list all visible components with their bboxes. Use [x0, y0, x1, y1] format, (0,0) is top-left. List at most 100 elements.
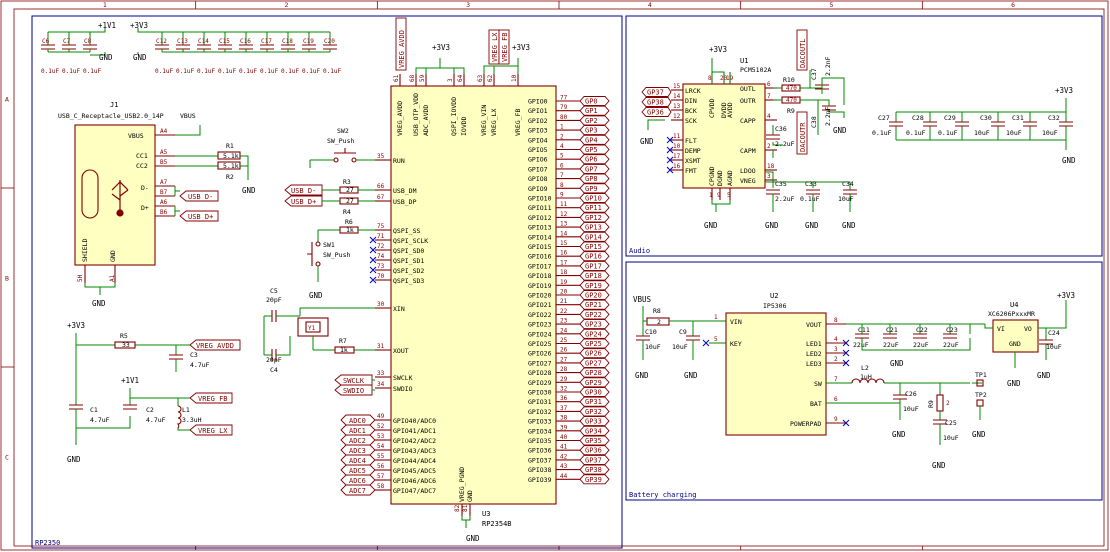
mcu-gpio-pin-name: GPIO3 — [528, 127, 548, 135]
vreg-lx-net-label: VREG_LX — [198, 427, 228, 435]
adc-net-label: ADC6 — [349, 477, 366, 485]
mcu-left-pin-name: QSPI_SCLK — [393, 237, 428, 245]
audio-bank-cap-ref: C27 — [878, 114, 890, 122]
mcu-vreg-avdd-label: VREG_AVDD — [398, 30, 406, 68]
mcu-top-pin-name: VREG_VIN — [480, 105, 488, 136]
audio-left-pin-number: 13 — [673, 103, 681, 110]
mcu-gpio-pin-number: 29 — [560, 376, 568, 383]
c10-value: 10uF — [645, 343, 661, 351]
mcu-adc-pin-number: 55 — [377, 453, 385, 460]
mcu-left-pin-number: 31 — [377, 343, 385, 350]
charger-left-pin-name: VIN — [730, 318, 742, 326]
c22-value: 22uF — [913, 341, 929, 349]
frame-row-label: A — [5, 96, 9, 104]
frame-column-label: 4 — [648, 1, 652, 9]
usb-cc-resistors: R1 5.1k R2 5.1k — [217, 142, 249, 181]
mcu-left-pin-name: SWDIO — [393, 385, 413, 393]
avdd-filter: +3V3 R5 33 VREG_AVDD C3 4.7uF — [67, 321, 241, 405]
decap-value: 0.1uF — [302, 68, 320, 75]
mcu-left-pin-number: 33 — [377, 370, 385, 377]
decap-ref: C6 — [42, 38, 50, 45]
c33-value: 0.1uF — [800, 195, 820, 203]
audio-3v3-label: +3V3 — [709, 45, 727, 54]
mcu-gpio-pin-name: GPIO9 — [528, 185, 548, 193]
battery-vbus-label: VBUS — [633, 295, 652, 304]
gpio-net-label: GP37 — [585, 456, 602, 464]
mcu-left-pin-number: 30 — [377, 301, 385, 308]
audio-right-pin-number: 6 — [767, 81, 771, 88]
mcu-adc-pin-number: 58 — [377, 483, 385, 490]
adc-net-label: ADC2 — [349, 437, 366, 445]
audio-gnd-label-c34: GND — [842, 221, 856, 230]
frame-column-label: 2 — [285, 1, 289, 9]
mcu-gpio-pin-number: 13 — [560, 221, 568, 228]
mcu-gpio-pin-name: GPIO33 — [528, 418, 552, 426]
gpio-net-label: GP0 — [585, 98, 598, 106]
audio-left-pin-number: 12 — [673, 113, 681, 120]
decap-ref: C19 — [303, 38, 314, 45]
gpio-net-label: GP15 — [585, 243, 602, 251]
r6-value: 1k — [346, 226, 354, 234]
c34-ref: C34 — [842, 180, 854, 188]
audio-bank-cap-value: 10uF — [1006, 129, 1022, 137]
decap-gnd-label-1v1: GND — [99, 53, 113, 62]
gpio-net-label: GP24 — [585, 330, 602, 338]
l2-value: 1uH — [860, 373, 872, 381]
frame-column-label: 5 — [830, 1, 834, 9]
usb-pin-b6: B6 — [160, 209, 168, 216]
r6-ref: R6 — [345, 218, 353, 226]
l1-ref: L1 — [182, 406, 190, 414]
r9-ref-audio: R9 — [787, 107, 795, 115]
mcu-gpio-pin-name: GPIO13 — [528, 224, 552, 232]
vreg-fb-net-label: VREG_FB — [198, 395, 228, 403]
power-3v3-label-top: +3V3 — [130, 21, 148, 30]
audio-left-pin-name: LRCK — [685, 87, 701, 95]
mcu-gpio-pin-name: GPIO25 — [528, 340, 552, 348]
mcu-top-pin-name: ADC_AVDD — [422, 105, 430, 136]
decap-value: 0.1uF — [155, 68, 173, 75]
mcu-gpio-pin-name: GPIO10 — [528, 195, 552, 203]
charger-part-name: IP5306 — [763, 302, 787, 310]
mcu-part-name: RP2354B — [482, 520, 512, 528]
audio-top-pin-name: CPVDD — [708, 98, 716, 118]
audio-part-name: PCM5102A — [740, 66, 771, 74]
mcu-gpio-pin-number: 22 — [560, 308, 568, 315]
gpio-net-label: GP32 — [585, 408, 602, 416]
mcu-adc-pin-name: GPIO40/ADC0 — [393, 417, 436, 425]
gpio-net-label: GP23 — [585, 321, 602, 329]
mcu-gpio-pin-number: 8 — [560, 182, 564, 189]
c1-ref: C1 — [90, 406, 98, 414]
charger-right-pin-number: 2 — [834, 356, 838, 363]
audio-bank-3v3-label: +3V3 — [1055, 86, 1073, 95]
mcu-gpio-pin-number: 41 — [560, 444, 568, 451]
mcu-left-pin-name: QSPI_SD1 — [393, 257, 424, 265]
usb-dm-label-connector: USB D- — [188, 193, 213, 201]
mcu-left-pin-name: USB_DM — [393, 187, 417, 195]
sw1-ref: SW1 — [323, 241, 335, 249]
mcu-top-pin-name: USB_OTP_VDD — [412, 93, 420, 136]
c21-ref: C21 — [886, 326, 898, 334]
core-regulator-components: +1V1 C1 4.7uF C2 4.7uF L1 3.3uH VREG_FB … — [69, 376, 233, 445]
decap-ref: C14 — [198, 38, 209, 45]
gpio-net-label: GP11 — [585, 204, 602, 212]
mcu-left-pin-number: 70 — [377, 273, 385, 280]
c2-ref: C2 — [146, 406, 154, 414]
mcu-gpio-pin-name: GPIO38 — [528, 466, 552, 474]
r10-ref: R10 — [783, 76, 795, 84]
mcu-top-pin-number: 3 — [447, 78, 454, 82]
decap-ref: C16 — [240, 38, 251, 45]
c5-value: 20pF — [266, 296, 282, 304]
mcu-gpio-pin-number: 11 — [560, 201, 568, 208]
crystal-oscillator: C5 20pF Y1 20pF C4 R7 1k — [263, 287, 375, 374]
r10-value: 470 — [786, 85, 797, 92]
usb-pin-a6: A6 — [160, 199, 168, 206]
r9-value-battery: 2 — [946, 400, 950, 407]
mcu-left-pin-number: 66 — [377, 183, 385, 190]
mcu-gpio-pin-name: GPIO14 — [528, 233, 552, 241]
audio-section-title: Audio — [629, 247, 650, 255]
c38-ref: C38 — [810, 116, 818, 128]
c38-value: 2.2nF — [824, 106, 832, 126]
mcu-left-pin-number: 71 — [377, 233, 385, 240]
c21-value: 22uF — [883, 341, 899, 349]
mcu-gpio-pin-number: 23 — [560, 318, 568, 325]
